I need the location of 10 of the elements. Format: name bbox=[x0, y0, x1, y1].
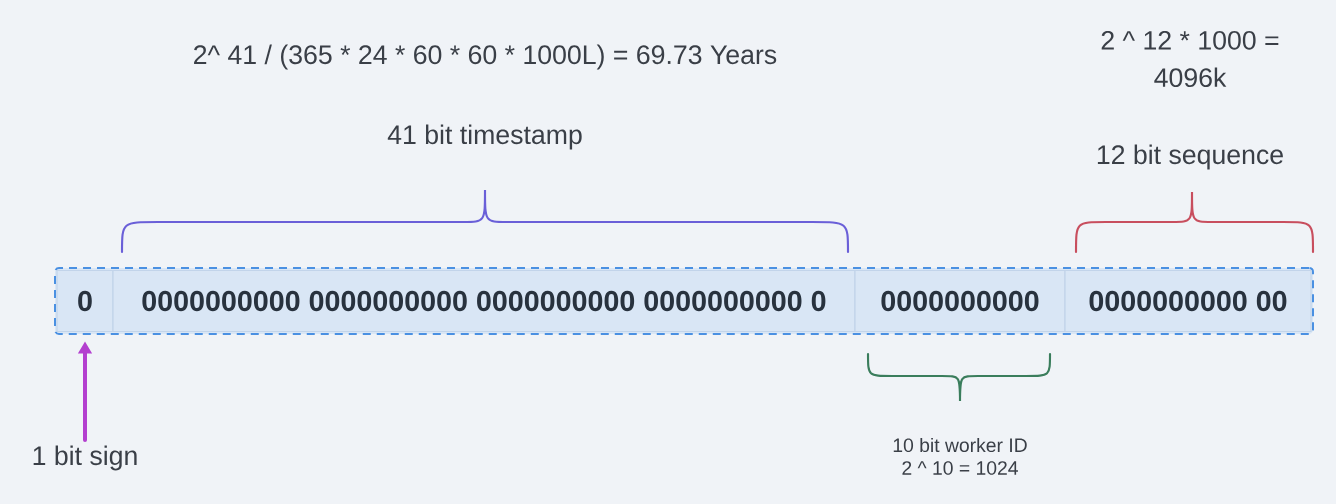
bit-cell: 0000000000 00 bbox=[1064, 269, 1312, 333]
bit-cell: 0000000000 bbox=[854, 269, 1066, 333]
brace-label: 12 bit sequence bbox=[1097, 144, 1283, 170]
formula-text: 2 ^ 12 * 1000 = 4096k bbox=[1101, 30, 1279, 88]
formula-text: 2^ 41 / (365 * 24 * 60 * 60 * 1000L) = 69.73 Years bbox=[194, 44, 777, 70]
label-text: 1 bit sign bbox=[33, 445, 137, 471]
bit-cell: 0 bbox=[56, 269, 114, 333]
brace-label: 10 bit worker ID bbox=[893, 437, 1027, 453]
formula-text: 2 ^ 10 = 1024 bbox=[902, 461, 1018, 475]
brace-label: 41 bit timestamp bbox=[387, 124, 582, 150]
